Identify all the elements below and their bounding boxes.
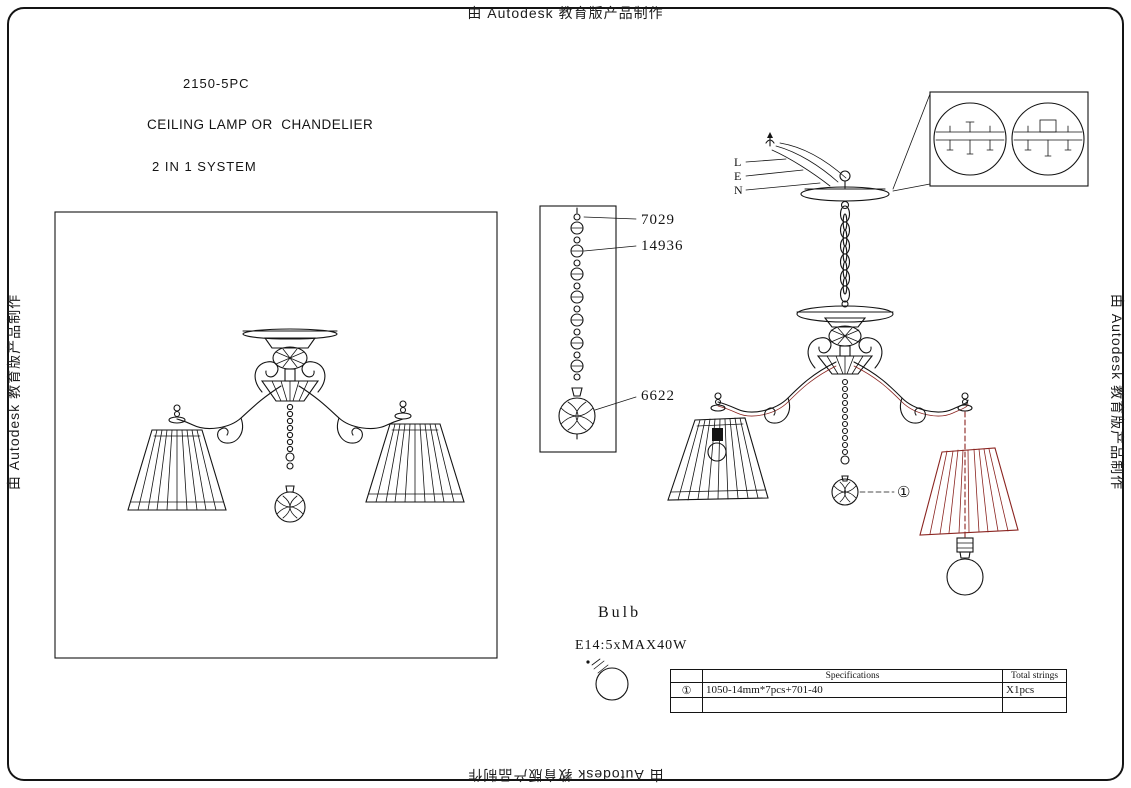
table-row: ① 1050-14mm*7pcs+701-40 X1pcs	[670, 682, 1067, 698]
part-label-14936: 14936	[641, 238, 684, 254]
part-label-6622: 6622	[641, 388, 675, 404]
system-note: 2 IN 1 SYSTEM	[152, 159, 257, 174]
chandelier-drawing	[667, 93, 1019, 596]
header-specifications: Specifications	[702, 669, 1003, 683]
bulb-spec: E14:5xMAX40W	[575, 638, 688, 653]
table-row	[670, 697, 1067, 713]
header-no	[670, 669, 703, 683]
cell-no: ①	[670, 682, 703, 698]
sheet-border	[7, 7, 1124, 781]
cell-total	[1002, 697, 1067, 713]
bulb-heading: Bulb	[598, 604, 642, 621]
cell-total: X1pcs	[1002, 682, 1067, 698]
product-name: CEILING LAMP OR CHANDELIER	[147, 117, 374, 132]
cell-no	[670, 697, 703, 713]
bead-strand-drawing	[539, 205, 637, 453]
flush-mount-frame	[54, 211, 498, 659]
spec-table-header-row: Specifications Total strings	[670, 669, 1067, 683]
wire-label-live: L	[734, 155, 742, 169]
flush-mount-drawing	[127, 328, 465, 523]
part-label-7029: 7029	[641, 212, 675, 228]
watermark-left: 由 Autodesk 教育版产品制作	[6, 293, 22, 491]
header-total-strings: Total strings	[1002, 669, 1067, 683]
watermark-top: 由 Autodesk 教育版产品制作	[467, 5, 664, 21]
mounting-detail-inset	[929, 91, 1089, 187]
wire-label-earth: E	[734, 169, 742, 183]
callout-1: ①	[897, 485, 911, 501]
watermark-right: 由 Autodesk 教育版产品制作	[1109, 293, 1125, 491]
bulb-drawing	[586, 658, 629, 701]
wire-label-neutral: N	[734, 183, 743, 197]
spec-table: Specifications Total strings ① 1050-14mm…	[670, 669, 1067, 713]
model-number: 2150-5PC	[183, 76, 250, 91]
cell-spec	[702, 697, 1003, 713]
watermark-bottom: 由 Autodesk 教育版产品制作	[467, 767, 664, 783]
cell-spec: 1050-14mm*7pcs+701-40	[702, 682, 1003, 698]
